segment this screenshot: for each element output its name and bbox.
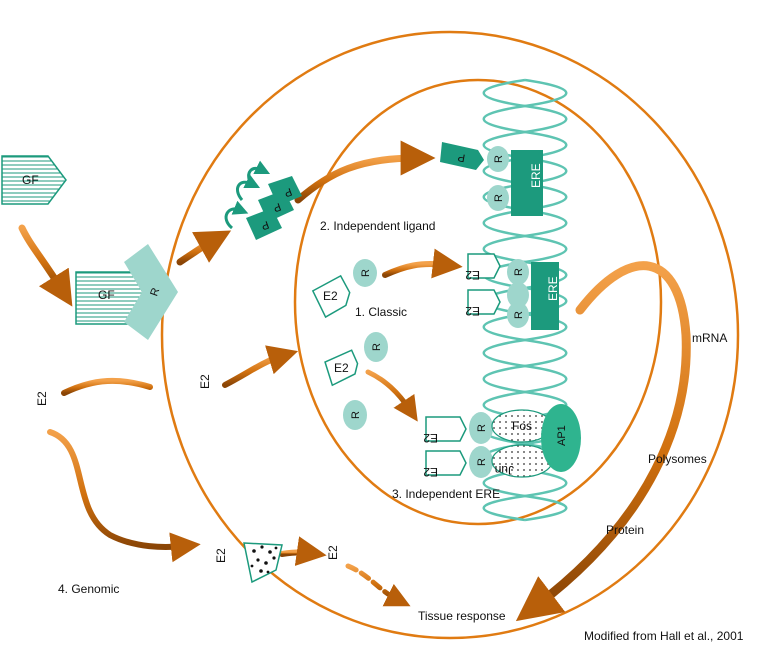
- ere-label-1: ERE: [529, 163, 543, 188]
- arrow-genomic: [47, 429, 201, 563]
- ap1-receptor-label-1: R: [476, 424, 488, 432]
- arrow-kinase-to-ligand: [294, 140, 436, 204]
- arrow-independent-ere: [365, 369, 418, 422]
- phospho-label-2: P: [271, 200, 282, 214]
- classic-complex: E2 R 1. Classic: [311, 259, 407, 319]
- arrow-tissue-response: [345, 563, 411, 607]
- growth-factor: GF: [1, 155, 67, 205]
- kinase-cluster: P P P: [224, 160, 302, 240]
- pathway-genomic-label: 4. Genomic: [58, 582, 119, 596]
- e2-cytoplasm-label: E2: [198, 374, 212, 389]
- arrow-gf-to-complex: [18, 224, 73, 307]
- phospho-label-1: P: [259, 218, 270, 232]
- arrow-complex-to-kinase: [176, 230, 232, 266]
- gf-label: GF: [22, 173, 39, 187]
- free-e2-label: E2: [334, 361, 349, 375]
- classic-e2-label: E2: [323, 289, 338, 303]
- e2-response-label: E2: [326, 545, 340, 560]
- ap1-e2-label-1: E2: [423, 431, 438, 445]
- pathway-independent-ere-label: 3. Independent ERE: [392, 487, 500, 501]
- pathway-independent-ligand-label: 2. Independent ligand: [320, 219, 435, 233]
- e2-membrane-label: E2: [214, 548, 228, 563]
- membrane-receptor-label: R: [148, 286, 162, 298]
- phospho-label-4: P: [457, 151, 466, 164]
- ere-label-2: ERE: [546, 276, 560, 301]
- classic-receptor-label: R: [360, 269, 372, 277]
- ap1-label: AP1: [556, 425, 568, 446]
- mrna-label: mRNA: [692, 331, 727, 345]
- cell-membrane: [160, 30, 740, 640]
- receptor-label-4: R: [513, 311, 525, 319]
- e2-outside-label: E2: [35, 391, 49, 406]
- arrow-mrna: [515, 261, 691, 622]
- receptor-label-3: R: [513, 268, 525, 276]
- free-receptor-label-2: R: [350, 411, 362, 419]
- receptor-label-2: R: [493, 194, 505, 202]
- ap1-e2-label-2: E2: [423, 465, 438, 479]
- arrow-e2-outside: [61, 377, 153, 396]
- free-receptor-label-1: R: [371, 343, 383, 351]
- jun-label: Jun: [495, 463, 514, 477]
- ere-e2-label-1: E2: [465, 268, 480, 282]
- membrane-e2-receptor: [243, 542, 283, 584]
- receptor-label-1: R: [493, 155, 505, 163]
- classic-ere-complex: E2 E2 R R ERE: [465, 253, 560, 330]
- tissue-response-label: Tissue response: [418, 609, 506, 623]
- protein-label: Protein: [606, 523, 644, 537]
- pathway-classic-label: 1. Classic: [355, 305, 407, 319]
- fos-label: Fos: [512, 419, 532, 433]
- arrow-membrane-e2: [279, 536, 327, 566]
- gf-receptor-complex: GF R: [75, 244, 178, 340]
- phospho-label-3: P: [282, 185, 293, 199]
- free-e2-receptor: E2 R R: [324, 332, 388, 430]
- gf-bound-label: GF: [98, 288, 115, 302]
- polysomes-label: Polysomes: [648, 452, 707, 466]
- ap1-complex: E2 E2 R R Fos Jun AP1: [423, 404, 581, 479]
- arrow-classic: [382, 248, 463, 279]
- independent-ligand-complex: P R R ERE: [440, 142, 543, 216]
- credit-label: Modified from Hall et al., 2001: [584, 629, 744, 643]
- ap1-receptor-label-2: R: [476, 458, 488, 466]
- nucleus-membrane: [293, 78, 663, 526]
- ere-e2-label-2: E2: [465, 304, 480, 318]
- arrow-e2-into-cell: [222, 345, 299, 388]
- pathway-arrows: [18, 140, 691, 622]
